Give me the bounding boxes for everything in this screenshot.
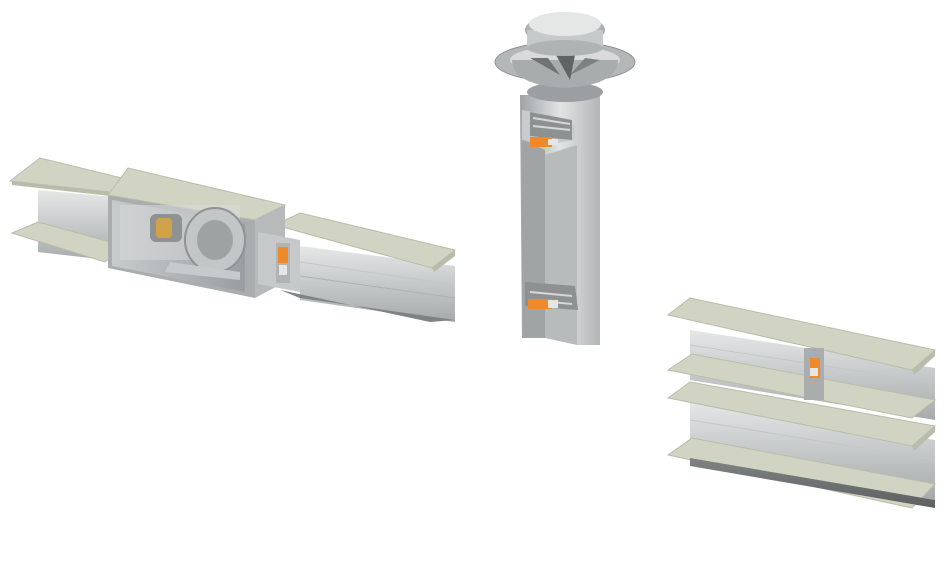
duct-segment-right	[273, 212, 457, 322]
duct-segment-left	[8, 157, 132, 263]
shaft-damper-top	[530, 112, 572, 147]
motor-brass-icon	[156, 218, 172, 238]
stacked-duct-pair	[666, 297, 937, 509]
fire-damper-actuator-top-icon	[530, 137, 552, 147]
shaft-damper-bottom	[525, 282, 578, 310]
fire-damper-actuator-bottom-icon	[528, 299, 552, 309]
roof-fan-icon	[494, 12, 636, 102]
fire-damper-section	[258, 232, 300, 292]
duct-upper	[666, 297, 937, 420]
vertical-shaft-with-roof-fan	[494, 12, 636, 345]
centrifugal-fan-icon	[150, 207, 246, 280]
horizontal-duct-with-fan-box	[8, 157, 457, 322]
duct-lower	[666, 381, 937, 509]
fire-damper-actuator-icon	[278, 247, 288, 263]
